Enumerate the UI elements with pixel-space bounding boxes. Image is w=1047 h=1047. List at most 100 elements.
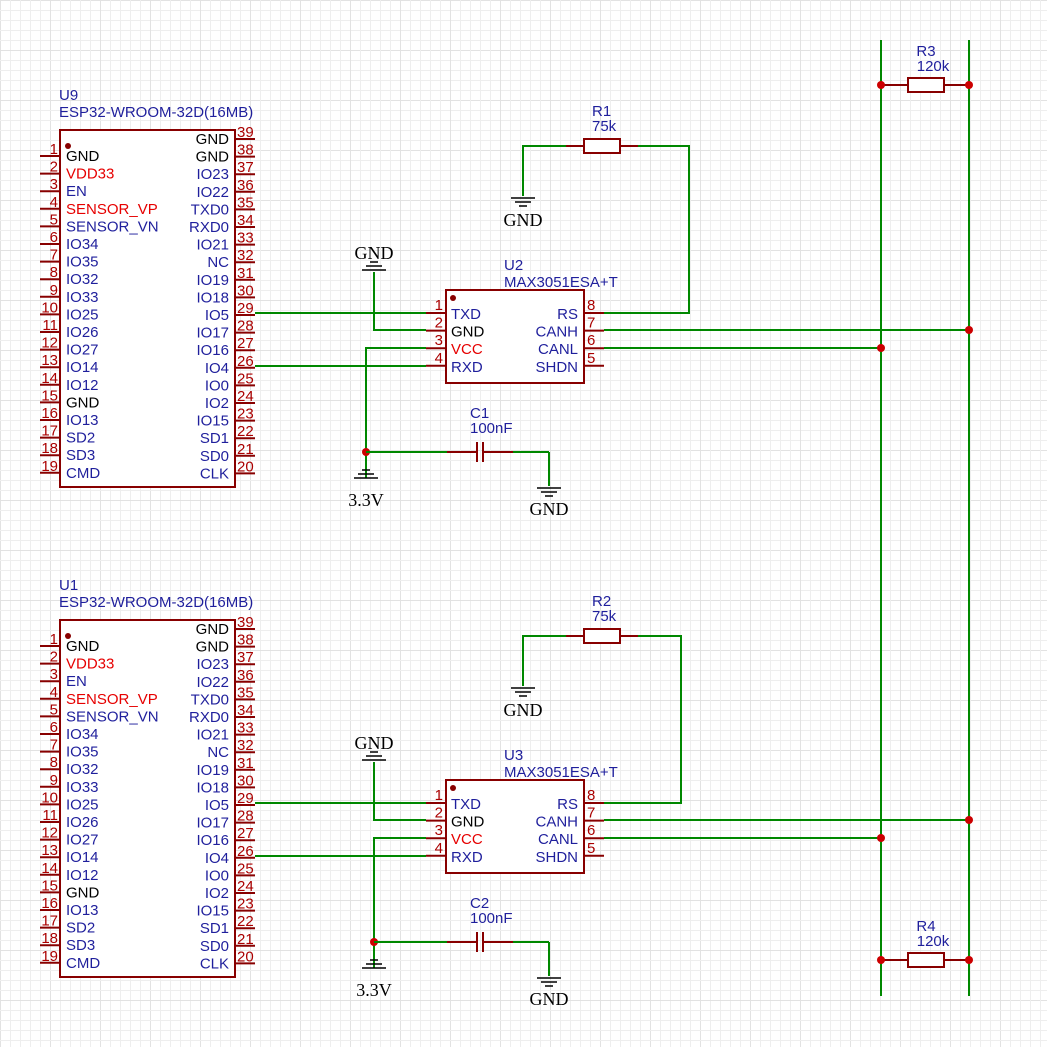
transceiver-pin-number: 1: [435, 787, 443, 804]
transceiver-pin-name: CANL: [538, 341, 578, 358]
esp32-pin-number: 29: [237, 790, 254, 807]
esp32-pin-name: VDD33: [66, 166, 114, 183]
capacitor-value: 100nF: [470, 420, 513, 437]
esp32-pin-number: 24: [237, 878, 254, 895]
esp32-pin-number: 2: [50, 159, 58, 176]
esp32-pin-number: 23: [237, 896, 254, 913]
esp32-pin-number: 36: [237, 177, 254, 194]
esp32-pin-number: 25: [237, 370, 254, 387]
transceiver-pin-number: 7: [587, 805, 595, 822]
esp32-pin-number: 29: [237, 300, 254, 317]
rs-gnd-wire: [522, 635, 584, 686]
transceiver-body: [445, 779, 585, 874]
esp32-pin-number: 18: [41, 930, 58, 947]
gnd-wire: [373, 762, 426, 821]
esp32-pin-number: 10: [41, 789, 58, 806]
esp32-pin-number: 13: [41, 842, 58, 859]
esp32-pin-number: 19: [41, 458, 58, 475]
transceiver-pin-name: GND: [451, 324, 485, 341]
transceiver-value: MAX3051ESA+T: [504, 764, 618, 781]
esp32-pin-name: IO5: [205, 797, 229, 814]
esp32-pin-name: IO15: [196, 903, 229, 920]
esp32-pin-name: IO19: [196, 762, 229, 779]
esp32-pin-name: IO27: [66, 832, 99, 849]
gnd-net-label: GND: [530, 989, 569, 1009]
esp32-pin-name: IO35: [66, 254, 99, 271]
resistor-value: 75k: [592, 608, 617, 625]
transceiver-pin-number: 4: [435, 840, 443, 857]
esp32-pin-number: 12: [41, 825, 58, 842]
junction-dot: [965, 326, 973, 334]
pin1-marker: [450, 785, 456, 791]
esp32-pin-name: IO25: [66, 796, 99, 813]
esp32-pin-name: IO14: [66, 849, 99, 866]
esp32-pin-number: 31: [237, 265, 254, 282]
esp32-pin-name: IO27: [66, 342, 99, 359]
esp32-pin-name: IO13: [66, 412, 99, 429]
gnd-net-label: GND: [530, 499, 569, 519]
esp32-pin-number: 12: [41, 335, 58, 352]
transceiver-pin-name: RS: [557, 796, 578, 813]
esp32-pin-name: IO17: [196, 815, 229, 832]
esp32-pin-name: IO17: [196, 325, 229, 342]
esp32-pin-name: IO14: [66, 359, 99, 376]
resistor-value: 75k: [592, 118, 617, 135]
esp32-pin-number: 23: [237, 406, 254, 423]
esp32-pin-name: NC: [207, 254, 229, 271]
esp32-pin-name: GND: [66, 148, 100, 165]
esp32-pin-number: 34: [237, 212, 254, 229]
transceiver-pin-number: 1: [435, 297, 443, 314]
transceiver-pin-name: CANL: [538, 831, 578, 848]
transceiver-pin-name: VCC: [451, 341, 483, 358]
esp32-pin-name: GND: [66, 884, 100, 901]
esp32-pin-name: IO33: [66, 289, 99, 306]
esp32-pin-name: CLK: [200, 465, 229, 482]
capacitor-ref: C2: [470, 895, 489, 912]
junction-dot: [965, 956, 973, 964]
gnd-net-label: GND: [355, 243, 394, 263]
ground-symbol: [511, 197, 535, 207]
esp32-pin-number: 30: [237, 772, 254, 789]
transceiver-pin-name: TXD: [451, 796, 481, 813]
esp32-pin-name: IO32: [66, 271, 99, 288]
transceiver-pin-name: CANH: [535, 814, 578, 831]
transceiver-pin-name: TXD: [451, 306, 481, 323]
esp32-pin-name: SD0: [200, 938, 229, 955]
transceiver-value: MAX3051ESA+T: [504, 274, 618, 291]
esp32-pin-number: 1: [50, 631, 58, 648]
transceiver-ref: U3: [504, 747, 523, 764]
esp32-pin-name: SD3: [66, 937, 95, 954]
esp32-pin-name: IO33: [66, 779, 99, 796]
esp32-pin-number: 38: [237, 142, 254, 159]
transceiver-body: [445, 289, 585, 384]
pin1-marker: [65, 633, 71, 639]
esp32-value: ESP32-WROOM-32D(16MB): [59, 104, 253, 121]
esp32-pin-name: IO22: [196, 674, 229, 691]
esp32-pin-name: TXD0: [191, 201, 229, 218]
esp32-pin-name: IO15: [196, 413, 229, 430]
rs-wire: [604, 635, 682, 804]
esp32-pin-name: IO23: [196, 656, 229, 673]
transceiver-pin-number: 4: [435, 350, 443, 367]
esp32-ref: U9: [59, 87, 78, 104]
rs-gnd-wire: [522, 145, 584, 196]
esp32-pin-name: IO22: [196, 184, 229, 201]
esp32-pin-name: IO2: [205, 885, 229, 902]
esp32-pin-name: SD1: [200, 920, 229, 937]
esp32-pin-name: RXD0: [189, 219, 229, 236]
gnd-net-label: GND: [355, 733, 394, 753]
esp32-pin-number: 16: [41, 895, 58, 912]
vcc-net-label: 3.3V: [348, 490, 384, 510]
esp32-pin-name: TXD0: [191, 691, 229, 708]
resistor-body: [907, 952, 945, 968]
esp32-pin-name: GND: [66, 394, 100, 411]
rs-wire: [604, 145, 690, 314]
esp32-pin-name: IO35: [66, 744, 99, 761]
esp32-pin-number: 37: [237, 649, 254, 666]
esp32-pin-number: 33: [237, 720, 254, 737]
